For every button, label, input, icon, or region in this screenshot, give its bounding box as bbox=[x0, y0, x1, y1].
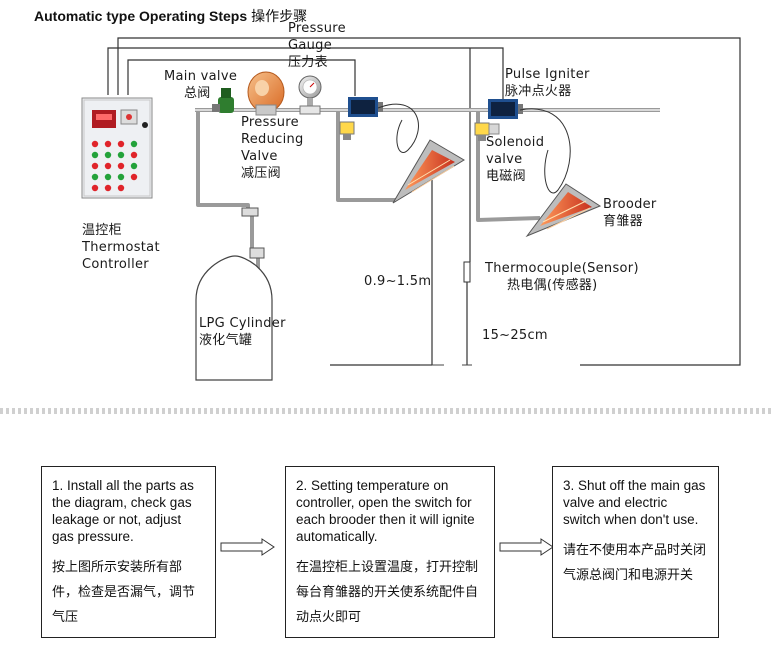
pulse-igniter-2-icon bbox=[488, 99, 571, 194]
pulse-igniter-1-icon bbox=[348, 97, 419, 153]
step-3-en: 3. Shut off the main gas valve and elect… bbox=[563, 478, 706, 527]
label-height-range: 0.9~1.5m bbox=[364, 274, 432, 289]
solenoid-valve-2-icon bbox=[474, 122, 500, 141]
step-3-zh: 请在不使用本产品时关闭气源总阀门和电源开关 bbox=[563, 543, 707, 583]
label-main-valve: Main valve 总阀 bbox=[164, 69, 238, 101]
control-wires bbox=[107, 37, 741, 366]
controller-buttons bbox=[91, 140, 138, 192]
label-pulse-igniter: Pulse Igniter 脉冲点火器 bbox=[505, 67, 590, 99]
pressure-reducing-valve-icon bbox=[247, 71, 285, 116]
label-solenoid-valve: Solenoid valve 电磁阀 bbox=[486, 135, 545, 184]
step-1-en: 1. Install all the parts as the diagram,… bbox=[52, 478, 194, 544]
section-divider bbox=[0, 408, 774, 414]
label-thermostat-controller: 温控柜 Thermostat Controller bbox=[82, 223, 160, 272]
label-pressure-reducing-valve: Pressure Reducing Valve 减压阀 bbox=[241, 115, 304, 181]
solenoid-valve-1-icon bbox=[339, 121, 355, 140]
label-thermocouple: Thermocouple(Sensor) 热电偶(传感器) bbox=[485, 261, 639, 293]
label-pressure-gauge: Pressure Gauge 压力表 bbox=[288, 21, 346, 70]
pressure-gauge-icon bbox=[298, 75, 322, 115]
lpg-cylinder-icon bbox=[195, 207, 273, 381]
main-valve-icon bbox=[212, 88, 234, 113]
step-3-box: 3. Shut off the main gas valve and elect… bbox=[552, 466, 719, 638]
installation-diagram bbox=[81, 37, 741, 381]
label-lpg-cylinder: LPG Cylinder 液化气罐 bbox=[199, 316, 286, 348]
step-1-box: 1. Install all the parts as the diagram,… bbox=[41, 466, 216, 638]
title-en: Automatic type Operating Steps bbox=[34, 8, 248, 24]
brooder-1-icon bbox=[392, 139, 465, 204]
label-brooder: Brooder 育雏器 bbox=[603, 197, 657, 229]
title-zh: 操作步骤 bbox=[251, 8, 308, 24]
label-distance-range: 15~25cm bbox=[482, 328, 548, 343]
thermostat-controller bbox=[81, 97, 153, 199]
brooder-2-icon bbox=[525, 183, 602, 238]
step-2-box: 2. Setting temperature on controller, op… bbox=[285, 466, 495, 638]
thermocouple-icon bbox=[463, 261, 471, 283]
arrow-right-icon bbox=[499, 538, 554, 556]
arrow-right-icon bbox=[220, 538, 275, 556]
step-2-en: 2. Setting temperature on controller, op… bbox=[296, 478, 475, 544]
step-1-zh: 按上图所示安装所有部件，检查是否漏气，调节气压 bbox=[52, 560, 196, 625]
step-2-zh: 在温控柜上设置温度，打开控制每台育雏器的开关使系统配件自动点火即可 bbox=[296, 560, 479, 625]
